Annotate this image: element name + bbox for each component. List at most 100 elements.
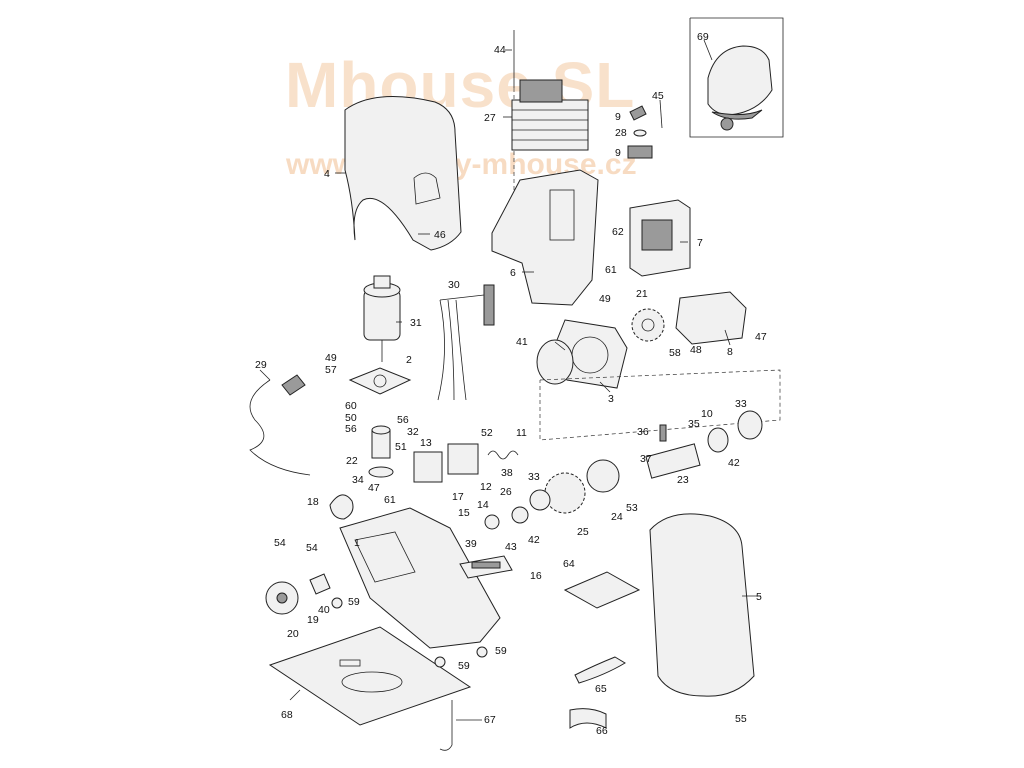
part-label-3: 3	[608, 393, 614, 405]
assembly-outline	[539, 369, 781, 441]
part-label-28: 28	[615, 127, 627, 139]
part-label-50: 50	[345, 412, 357, 424]
part-label-6: 6	[510, 267, 516, 279]
release-knob-20	[265, 573, 331, 615]
gear-21	[631, 308, 665, 342]
part-label-4: 4	[324, 168, 330, 180]
part-label-59b: 59	[495, 645, 507, 657]
part-label-59c: 59	[458, 660, 470, 672]
part-label-13: 13	[420, 437, 432, 449]
part-label-34: 34	[352, 474, 364, 486]
part-label-60: 60	[345, 400, 357, 412]
part-label-66: 66	[596, 725, 608, 737]
part-label-51: 51	[395, 441, 407, 453]
part-label-18: 18	[307, 496, 319, 508]
part-label-47b: 47	[368, 482, 380, 494]
power-cable-29	[249, 374, 311, 476]
part-label-29: 29	[255, 359, 267, 371]
part-label-12: 12	[480, 481, 492, 493]
part-label-5: 5	[756, 591, 762, 603]
part-label-59a: 59	[348, 596, 360, 608]
knob-18	[329, 494, 354, 520]
part-label-26: 26	[500, 486, 512, 498]
part-label-49a: 49	[599, 293, 611, 305]
part-label-36: 36	[637, 426, 649, 438]
part-label-61a: 61	[605, 264, 617, 276]
part-label-56a: 56	[397, 414, 409, 426]
part-label-19: 19	[307, 614, 319, 626]
part-label-42b: 42	[528, 534, 540, 546]
housing-8	[675, 291, 747, 345]
side-cover-5	[649, 513, 755, 697]
part-label-43: 43	[505, 541, 517, 553]
part-label-52: 52	[481, 427, 493, 439]
nut-59	[476, 646, 488, 658]
part-label-30: 30	[448, 279, 460, 291]
part-label-48: 48	[690, 344, 702, 356]
part-label-23: 23	[677, 474, 689, 486]
transformer-27	[511, 79, 589, 151]
part-label-65: 65	[595, 683, 607, 695]
part-label-54a: 54	[274, 537, 286, 549]
part-label-33a: 33	[735, 398, 747, 410]
part-label-40: 40	[318, 604, 330, 616]
part-label-68: 68	[281, 709, 293, 721]
part-label-35: 35	[688, 418, 700, 430]
part-label-55: 55	[735, 713, 747, 725]
part-label-69: 69	[697, 31, 709, 43]
part-label-64: 64	[563, 558, 575, 570]
motor-31	[363, 275, 401, 362]
part-label-58: 58	[669, 347, 681, 359]
part-label-22: 22	[346, 455, 358, 467]
wire-harness-30	[437, 284, 495, 401]
part-label-25: 25	[577, 526, 589, 538]
nut-59	[434, 656, 446, 668]
pinion-22	[368, 425, 394, 478]
part-label-41: 41	[516, 336, 528, 348]
part-label-67: 67	[484, 714, 496, 726]
leader-lines	[259, 39, 761, 721]
part-label-31: 31	[410, 317, 422, 329]
part-label-53: 53	[626, 502, 638, 514]
part-label-9a: 9	[615, 111, 621, 123]
part-label-1: 1	[354, 537, 360, 549]
part-label-37: 37	[640, 453, 652, 465]
base-plate-68	[268, 626, 472, 726]
small-parts-top	[627, 99, 663, 159]
part-label-11: 11	[516, 427, 527, 439]
part-label-33b: 33	[528, 471, 540, 483]
part-label-61b: 61	[384, 494, 396, 506]
nut-59	[331, 597, 343, 609]
part-label-24: 24	[611, 511, 623, 523]
part-label-54b: 54	[306, 542, 318, 554]
part-label-9b: 9	[615, 147, 621, 159]
part-label-20: 20	[287, 628, 299, 640]
part-label-42a: 42	[728, 457, 740, 469]
limit-switch-block	[413, 443, 519, 483]
part-label-14: 14	[477, 499, 489, 511]
part-label-62: 62	[612, 226, 624, 238]
bracket-6	[491, 169, 599, 306]
control-board-7	[629, 199, 691, 277]
part-label-16: 16	[530, 570, 542, 582]
part-label-21: 21	[636, 288, 648, 300]
anchor-67	[439, 700, 453, 751]
part-label-10: 10	[701, 408, 713, 420]
part-label-8: 8	[727, 346, 733, 358]
part-label-57: 57	[325, 364, 337, 376]
inset-frame	[689, 17, 784, 138]
part-label-2: 2	[406, 354, 412, 366]
part-label-56b: 56	[345, 423, 357, 435]
release-keys	[569, 656, 626, 729]
part-label-17: 17	[452, 491, 464, 503]
shaft-assembly	[484, 410, 763, 530]
motor-plate-2	[348, 367, 412, 395]
part-label-39: 39	[465, 538, 477, 550]
part-label-44: 44	[494, 44, 506, 56]
part-label-32: 32	[407, 426, 419, 438]
part-label-49b: 49	[325, 352, 337, 364]
top-cover-4	[344, 96, 462, 251]
